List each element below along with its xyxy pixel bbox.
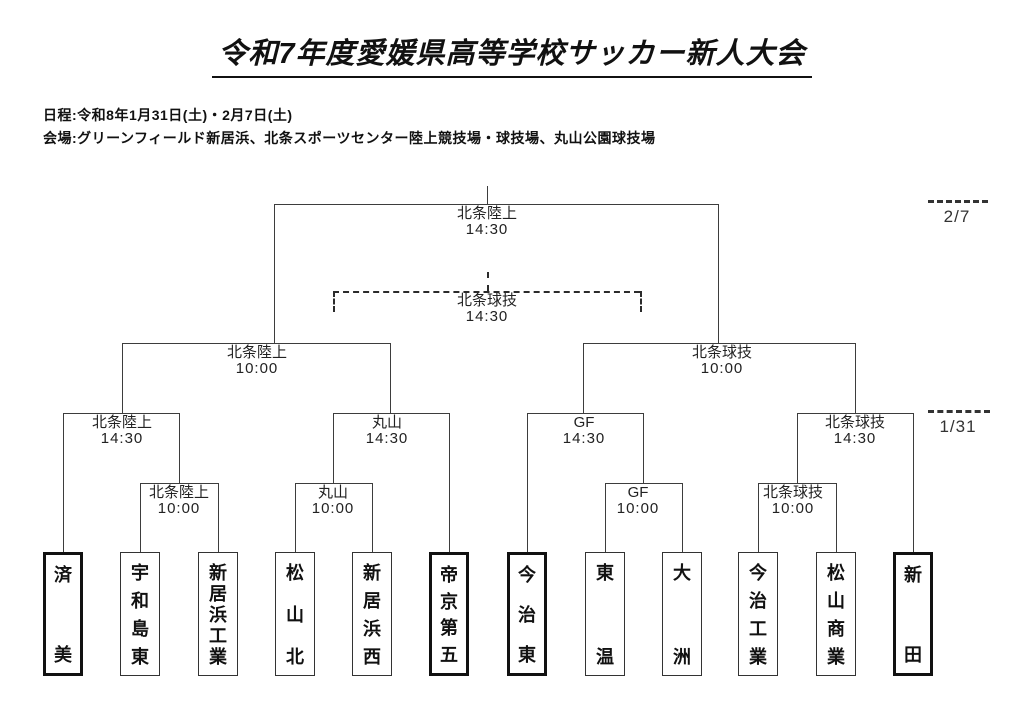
bracket-line (797, 413, 798, 483)
bracket-line (140, 483, 218, 484)
bracket-line-dashed (640, 291, 642, 312)
team-connector-line (682, 483, 683, 552)
bracket-line (274, 204, 275, 343)
team-box: 宇和島東 (120, 552, 160, 676)
team-connector-line (836, 483, 837, 552)
team-box: 東温 (585, 552, 625, 676)
bracket-line (179, 413, 180, 483)
bracket-line (390, 343, 391, 413)
match-venue: 北条陸上 (456, 205, 518, 222)
match-venue: 北条球技 (456, 292, 518, 309)
bracket-line (63, 413, 179, 414)
match-label-round1-4: 北条球技 10:00 (762, 484, 824, 518)
team-connector-line (63, 413, 64, 552)
bracket-line (583, 343, 855, 344)
team-box: 大洲 (662, 552, 702, 676)
match-venue: 丸山 (317, 484, 349, 501)
match-label-quarterfinal-2: 丸山 14:30 (365, 414, 409, 448)
match-venue: 北条陸上 (91, 414, 153, 431)
team-connector-line (218, 483, 219, 552)
match-time: 10:00 (700, 360, 744, 378)
bracket-line (527, 413, 643, 414)
match-venue: 北条球技 (762, 484, 824, 501)
team-box: 新田 (893, 552, 933, 676)
title-row: 令和7年度愛媛県高等学校サッカー新人大会 (0, 30, 1024, 78)
bracket-line (122, 343, 390, 344)
team-connector-line (372, 483, 373, 552)
match-venue: 北条陸上 (148, 484, 210, 501)
match-time: 10:00 (311, 500, 355, 518)
match-label-round1-3: GF 10:00 (616, 484, 660, 518)
team-connector-line (449, 413, 450, 552)
bracket-line-dashed (333, 291, 335, 312)
match-time: 14:30 (465, 221, 509, 239)
bracket-line (487, 186, 488, 204)
match-label-semifinal-left: 北条陸上 10:00 (226, 344, 288, 378)
match-venue: 北条球技 (691, 344, 753, 361)
bracket-line (274, 204, 719, 205)
match-time: 14:30 (100, 430, 144, 448)
match-label-quarterfinal-1: 北条陸上 14:30 (91, 414, 153, 448)
team-box: 松山商業 (816, 552, 856, 676)
match-venue: GF (573, 414, 595, 431)
match-venue: 北条陸上 (226, 344, 288, 361)
team-connector-line (913, 413, 914, 552)
match-label-quarterfinal-4: 北条球技 14:30 (824, 414, 886, 448)
match-venue: GF (627, 484, 649, 501)
bracket-line (758, 483, 836, 484)
schedule-info: 日程:令和8年1月31日(土)・2月7日(土) (43, 107, 293, 123)
match-time: 14:30 (365, 430, 409, 448)
bracket-line (295, 483, 372, 484)
match-time: 10:00 (157, 500, 201, 518)
match-venue: 丸山 (371, 414, 403, 431)
match-label-third-place: 北条球技 14:30 (456, 292, 518, 326)
match-time: 14:30 (465, 308, 509, 326)
match-time: 10:00 (616, 500, 660, 518)
match-time: 10:00 (235, 360, 279, 378)
venue-info: 会場:グリーンフィールド新居浜、北条スポーツセンター陸上競技場・球技場、丸山公園… (43, 130, 656, 146)
bracket-line-dashed (487, 272, 489, 291)
match-venue: 北条球技 (824, 414, 886, 431)
match-label-semifinal-right: 北条球技 10:00 (691, 344, 753, 378)
bracket-line (333, 413, 449, 414)
team-box: 松山北 (275, 552, 315, 676)
bracket-line (583, 343, 584, 413)
bracket-line (797, 413, 913, 414)
match-label-round1-2: 丸山 10:00 (311, 484, 355, 518)
team-box: 済美 (43, 552, 83, 676)
date-marker-label: 2/7 (943, 207, 971, 226)
bracket-line (333, 413, 334, 483)
bracket-line (855, 343, 856, 413)
match-label-quarterfinal-3: GF 14:30 (562, 414, 606, 448)
team-box: 今治東 (507, 552, 547, 676)
team-connector-line (295, 483, 296, 552)
team-box: 新居浜工業 (198, 552, 238, 676)
date-marker-label: 1/31 (939, 417, 977, 436)
team-connector-line (527, 413, 528, 552)
tournament-title: 令和7年度愛媛県高等学校サッカー新人大会 (212, 30, 812, 78)
match-label-round1-1: 北条陸上 10:00 (148, 484, 210, 518)
bracket-line (643, 413, 644, 483)
bracket-line-dashed (333, 291, 640, 293)
match-label-final: 北条陸上 14:30 (456, 205, 518, 239)
date-marker-line (928, 200, 988, 203)
match-time: 14:30 (833, 430, 877, 448)
team-box: 帝京第五 (429, 552, 469, 676)
team-connector-line (140, 483, 141, 552)
bracket-line (718, 204, 719, 343)
team-connector-line (605, 483, 606, 552)
match-time: 14:30 (562, 430, 606, 448)
team-connector-line (758, 483, 759, 552)
bracket-line (122, 343, 123, 413)
date-marker-line (928, 410, 990, 413)
team-box: 新居浜西 (352, 552, 392, 676)
match-time: 10:00 (771, 500, 815, 518)
team-box: 今治工業 (738, 552, 778, 676)
bracket-line (605, 483, 682, 484)
